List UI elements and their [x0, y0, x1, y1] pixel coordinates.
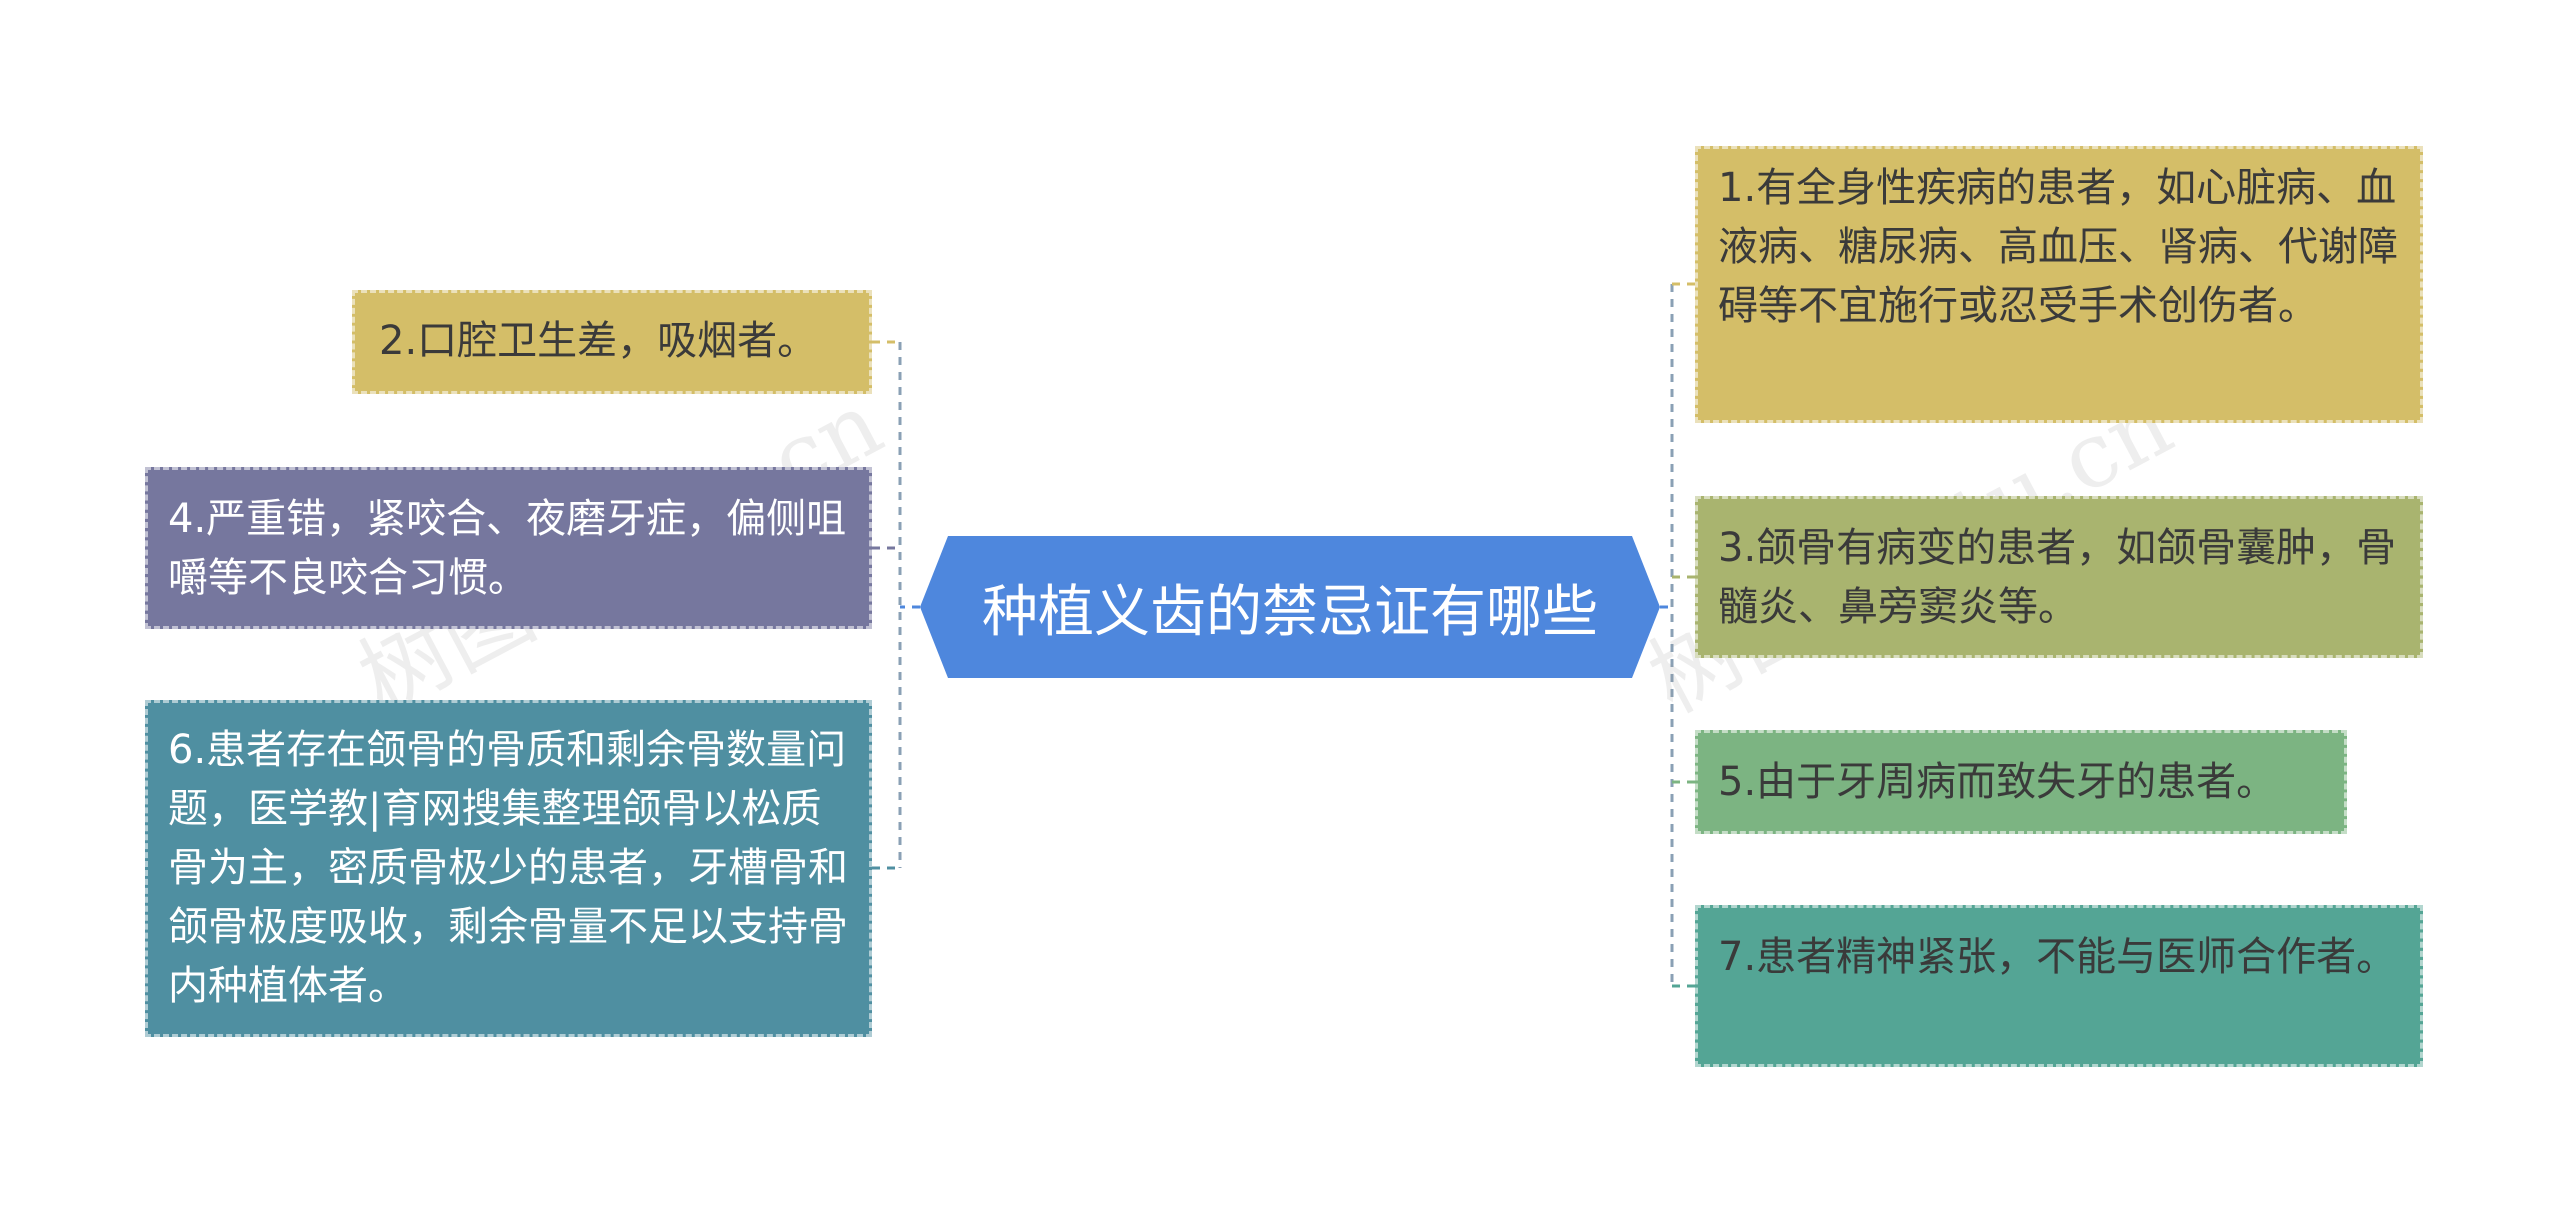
topic-node-1[interactable]: 1.有全身性疾病的患者，如心脏病、血液病、糖尿病、高血压、肾病、代谢障碍等不宜施… [1695, 146, 2423, 423]
topic-node-3-label: 3.颌骨有病变的患者，如颌骨囊肿，骨髓炎、鼻旁窦炎等。 [1718, 525, 2397, 630]
topic-node-4[interactable]: 4.严重错，紧咬合、夜磨牙症，偏侧咀嚼等不良咬合习惯。 [145, 467, 872, 629]
central-topic[interactable]: 种植义齿的禁忌证有哪些 [920, 536, 1660, 678]
topic-node-6-label: 6.患者存在颌骨的骨质和剩余骨数量问题，医学教|育网搜集整理颌骨以松质骨为主，密… [168, 727, 848, 1009]
topic-node-1-label: 1.有全身性疾病的患者，如心脏病、血液病、糖尿病、高血压、肾病、代谢障碍等不宜施… [1718, 165, 2398, 329]
topic-node-2[interactable]: 2.口腔卫生差，吸烟者。 [352, 290, 872, 394]
topic-node-5[interactable]: 5.由于牙周病而致失牙的患者。 [1695, 730, 2347, 834]
topic-node-4-label: 4.严重错，紧咬合、夜磨牙症，偏侧咀嚼等不良咬合习惯。 [168, 496, 847, 601]
topic-node-7[interactable]: 7.患者精神紧张，不能与医师合作者。 [1695, 905, 2423, 1067]
topic-node-5-label: 5.由于牙周病而致失牙的患者。 [1718, 759, 2277, 805]
topic-node-2-label: 2.口腔卫生差，吸烟者。 [379, 318, 818, 364]
topic-node-7-label: 7.患者精神紧张，不能与医师合作者。 [1718, 934, 2397, 980]
topic-node-3[interactable]: 3.颌骨有病变的患者，如颌骨囊肿，骨髓炎、鼻旁窦炎等。 [1695, 496, 2423, 658]
topic-node-6[interactable]: 6.患者存在颌骨的骨质和剩余骨数量问题，医学教|育网搜集整理颌骨以松质骨为主，密… [145, 700, 872, 1037]
central-topic-label: 种植义齿的禁忌证有哪些 [982, 579, 1598, 645]
